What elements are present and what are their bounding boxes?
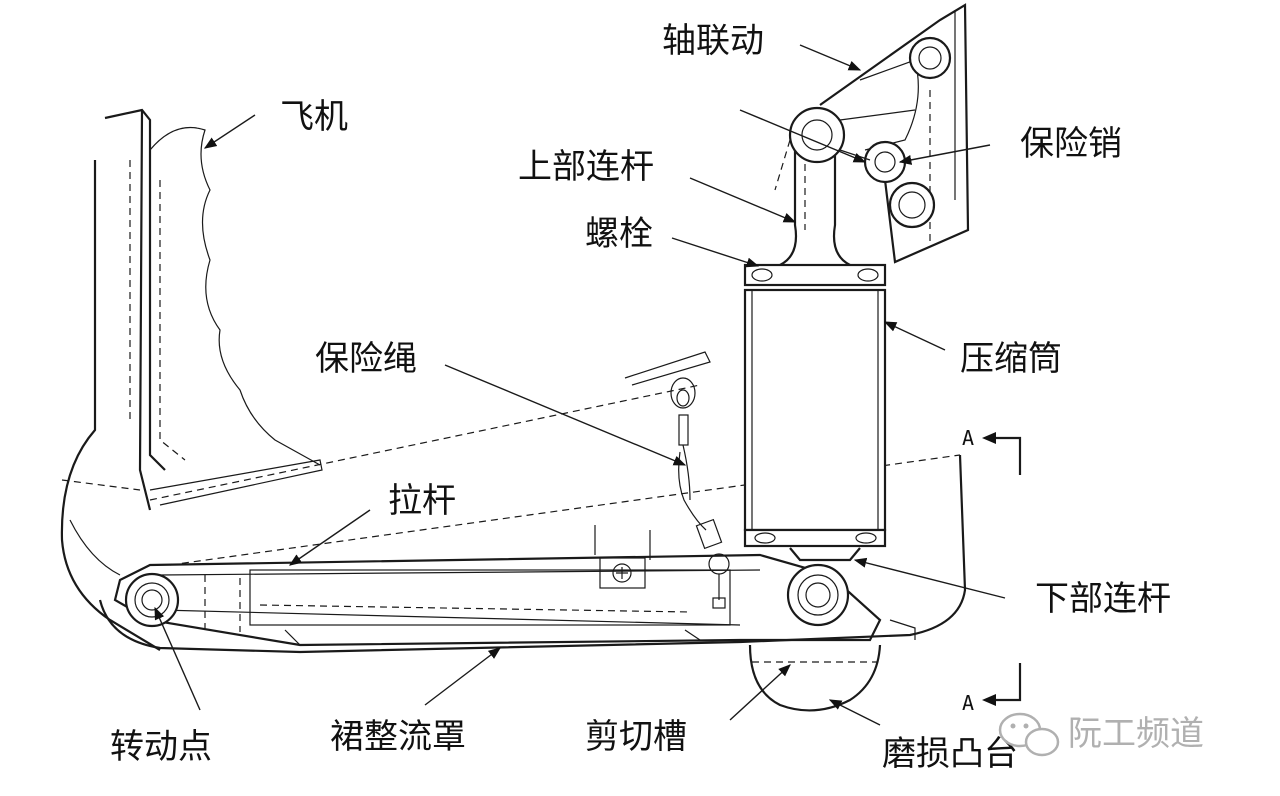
- leader-lines: [154, 44, 1006, 726]
- pivot-point-joint: [124, 572, 180, 628]
- label-pivot-point: 转动点: [110, 727, 212, 767]
- wear-boss: [748, 644, 882, 712]
- labels: 飞机 轴联动 保险销 上部连杆 螺栓 压缩筒 保险绳 拉杆 下部连杆 转动点 裙…: [110, 21, 1171, 774]
- label-upper-link: 上部连杆: [518, 147, 654, 187]
- label-fairing: 裙整流罩: [330, 717, 466, 757]
- label-shaft-linkage: 轴联动: [662, 21, 764, 61]
- section-marker-top: A: [962, 426, 1022, 475]
- label-shear-groove: 剪切槽: [585, 717, 687, 757]
- label-bolt: 螺栓: [585, 214, 653, 254]
- label-compression-cylinder: 压缩筒: [960, 339, 1062, 379]
- section-a-bottom-label: A: [962, 691, 974, 715]
- label-wear-boss: 磨损凸台: [882, 734, 1018, 774]
- compression-cylinder: [743, 288, 887, 548]
- wechat-icon: [998, 712, 1060, 757]
- shaft-linkage-plate: [819, 3, 970, 264]
- label-aircraft: 飞机: [280, 97, 348, 137]
- safety-rope: [624, 351, 730, 609]
- upper-link: [759, 106, 916, 270]
- label-safety-rope: 保险绳: [315, 339, 417, 379]
- upper-bolt-flange: [743, 263, 887, 287]
- section-marker-bottom: A: [962, 663, 1022, 715]
- aircraft-structure: [60, 108, 323, 651]
- lower-link: [786, 547, 861, 627]
- label-tie-rod: 拉杆: [388, 481, 456, 521]
- watermark-text: 阮工频道: [1068, 714, 1204, 754]
- label-lower-link: 下部连杆: [1035, 579, 1171, 619]
- label-safety-pin: 保险销: [1020, 124, 1122, 164]
- section-a-top-label: A: [962, 426, 974, 450]
- watermark: 阮工频道: [998, 712, 1204, 757]
